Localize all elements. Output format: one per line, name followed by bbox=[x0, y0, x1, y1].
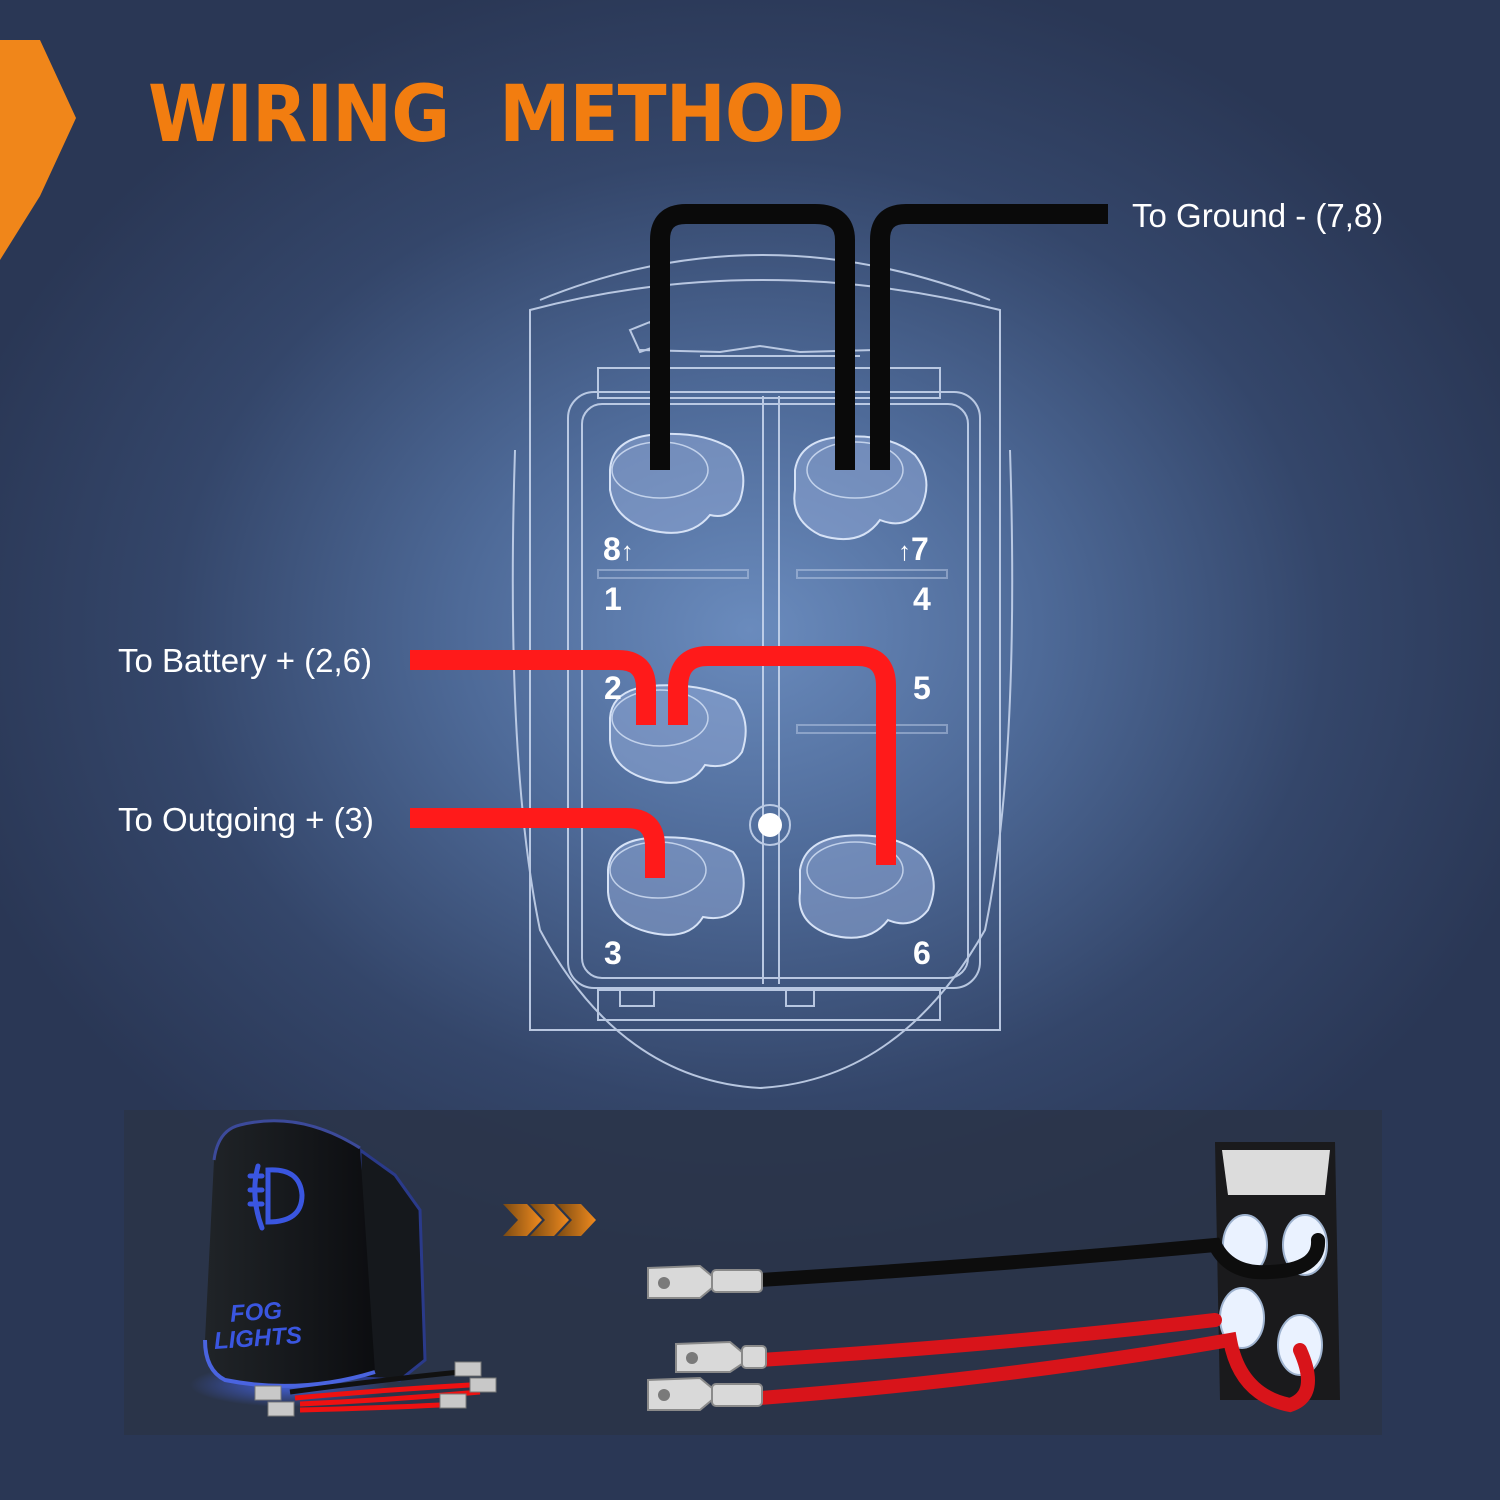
corner-chevron-icon bbox=[0, 40, 76, 260]
pin-6-label: 6 bbox=[913, 935, 931, 971]
rocker-switch-photo bbox=[190, 1119, 497, 1417]
terminal-details bbox=[609, 441, 904, 899]
switch-outline bbox=[511, 254, 1014, 1090]
pin-7-label: ↑7 bbox=[898, 531, 929, 567]
ground-label: To Ground - (7,8) bbox=[1132, 197, 1384, 234]
fog-light-icon bbox=[247, 1163, 305, 1231]
outgoing-wire bbox=[410, 808, 665, 878]
page-title: WIRING METHOD bbox=[148, 70, 844, 160]
switch-face-label: FOG LIGHTS bbox=[210, 1297, 303, 1355]
pin-8-label: 8↑ bbox=[603, 531, 634, 567]
ground-wires bbox=[650, 204, 1108, 470]
arrow-icon bbox=[503, 1204, 596, 1236]
pin-1-label: 1 bbox=[604, 581, 622, 617]
pin-4-label: 4 bbox=[913, 581, 931, 617]
battery-wires bbox=[410, 646, 896, 865]
battery-label: To Battery + (2,6) bbox=[118, 642, 373, 679]
wiring-harness-photo bbox=[647, 1142, 1340, 1413]
pin-5-label: 5 bbox=[913, 670, 931, 706]
outgoing-label: To Outgoing + (3) bbox=[118, 801, 374, 838]
terminal-3 bbox=[607, 836, 745, 936]
center-led bbox=[758, 813, 782, 837]
pin-2-label: 2 bbox=[604, 670, 622, 706]
arrow-up-icon: ↑ bbox=[620, 536, 634, 566]
arrow-up-icon: ↑ bbox=[898, 536, 911, 566]
terminal-7 bbox=[793, 435, 928, 541]
pin-3-label: 3 bbox=[604, 935, 622, 971]
